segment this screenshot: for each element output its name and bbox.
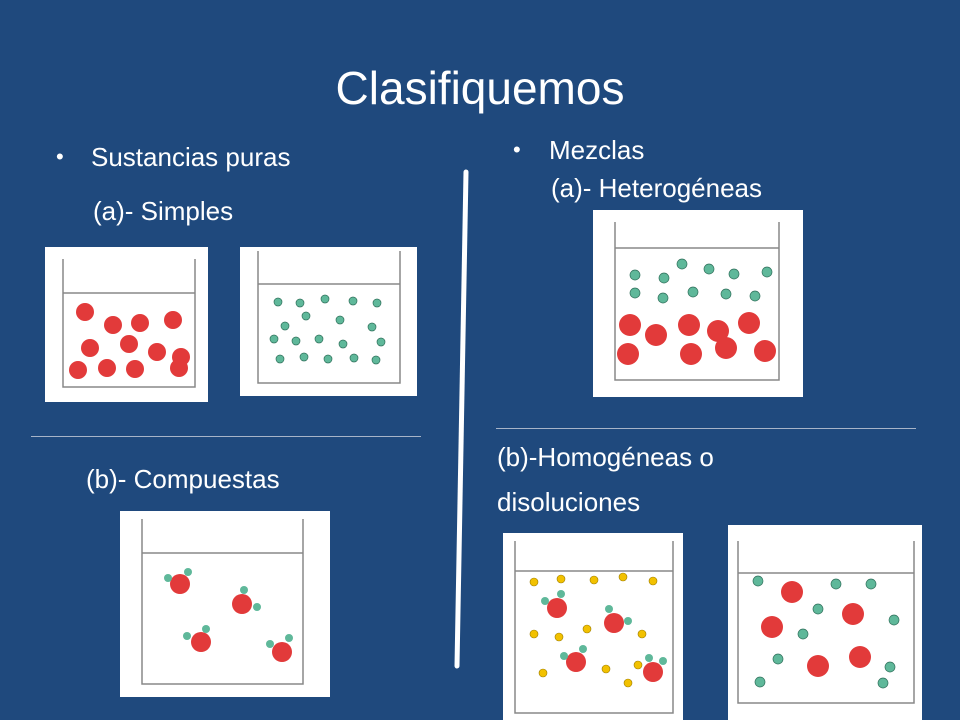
- label-homogeneas-line1: (b)-Homogéneas o: [497, 442, 714, 472]
- bullet-mezclas: •: [513, 137, 521, 162]
- label-compuestas: (b)- Compuestas: [86, 464, 280, 494]
- beaker-homogeneous-mix-image: [728, 525, 922, 720]
- red-atoms: [761, 581, 871, 677]
- divider-right: [496, 428, 916, 429]
- divider-left: [31, 436, 421, 437]
- label-heterogeneas: (a)- Heterogéneas: [551, 173, 762, 203]
- beaker-outline: [257, 251, 401, 384]
- beaker-simple-green-image: [240, 247, 417, 396]
- center-divider: [454, 169, 469, 669]
- beaker-outline: [141, 519, 304, 685]
- compound-molecules: [164, 568, 293, 662]
- beaker-outline: [514, 541, 674, 714]
- red-atoms: [617, 312, 776, 365]
- slide-title: Clasifiquemos: [335, 62, 625, 114]
- compound-molecules: [541, 590, 667, 682]
- label-simples: (a)- Simples: [93, 196, 234, 226]
- green-molecules: [752, 575, 900, 689]
- bullet-sustancias-puras: •: [56, 144, 64, 169]
- beaker-homogeneous-yellow-image: [503, 533, 683, 720]
- beaker-heterogeneous-image: [593, 210, 803, 397]
- yellow-particles: [529, 572, 658, 688]
- green-molecules: [629, 258, 773, 304]
- beaker-outline: [737, 541, 915, 704]
- beaker-simple-red-image: [45, 247, 208, 402]
- heading-mezclas: Mezclas: [549, 135, 645, 165]
- beaker-outline: [62, 259, 196, 388]
- green-molecules: [269, 294, 386, 365]
- label-homogeneas-line2: disoluciones: [497, 487, 641, 517]
- heading-sustancias-puras: Sustancias puras: [91, 142, 291, 172]
- beaker-outline: [614, 222, 780, 381]
- red-atoms: [69, 303, 190, 379]
- beaker-compound-image: [120, 511, 330, 697]
